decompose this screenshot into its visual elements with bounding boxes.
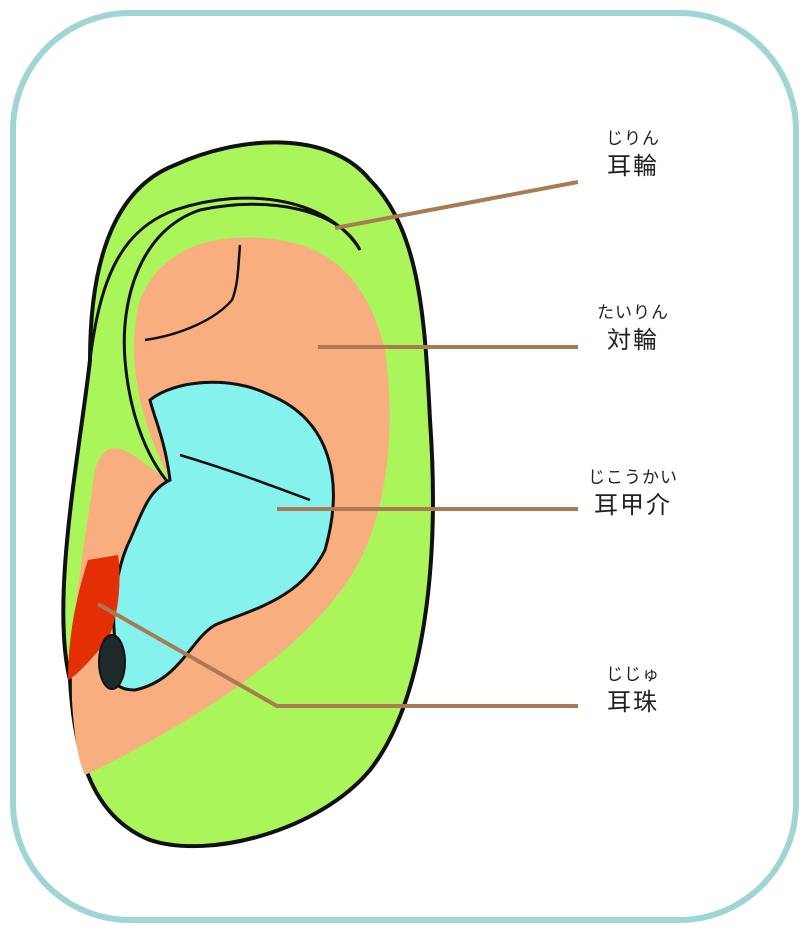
label-antihelix-reading: たいりん — [543, 302, 723, 324]
label-antihelix: たいりん 対輪 — [543, 302, 723, 356]
ear-canal — [99, 635, 125, 689]
label-tragus: じじゅ 耳珠 — [543, 664, 723, 718]
label-concha: じこうかい 耳甲介 — [543, 467, 723, 521]
label-concha-reading: じこうかい — [543, 467, 723, 489]
label-helix: じりん 耳輪 — [543, 128, 723, 182]
label-helix-name: 耳輪 — [543, 150, 723, 182]
label-concha-name: 耳甲介 — [543, 489, 723, 521]
label-antihelix-name: 対輪 — [543, 324, 723, 356]
label-helix-reading: じりん — [543, 128, 723, 150]
label-tragus-reading: じじゅ — [543, 664, 723, 686]
label-tragus-name: 耳珠 — [543, 686, 723, 718]
